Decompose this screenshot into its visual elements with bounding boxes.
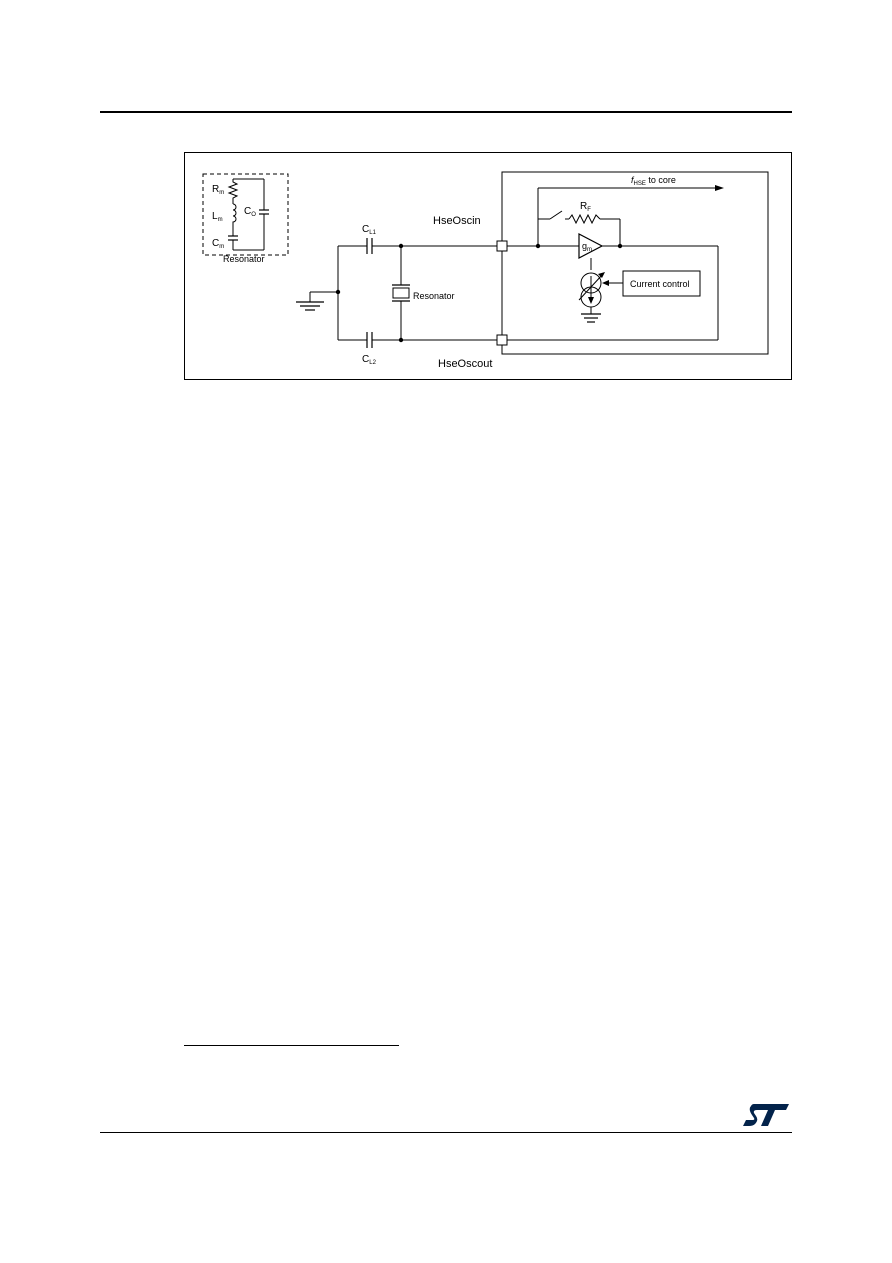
pin-osc-out [496, 334, 508, 346]
gm-amplifier [578, 233, 604, 259]
ground-amp [581, 313, 601, 323]
current-control-label: Current control [630, 279, 690, 289]
inset-dashed-box [202, 173, 289, 256]
lm-label: Lm [212, 211, 223, 223]
rm-label: Rm [212, 184, 224, 196]
crystal-resonator [392, 246, 410, 340]
rm-resistor-symbol [227, 179, 239, 204]
fhse-label: fHSE to core [631, 175, 676, 187]
pin-osc-in [496, 240, 508, 252]
cl2-label: CL2 [362, 354, 377, 366]
footnote-rule [184, 1045, 399, 1046]
rf-feedback-branch [538, 210, 621, 246]
resonator-inset-label: Resonator [223, 254, 265, 264]
current-control-arrow [602, 280, 609, 286]
cl1-label: CL1 [362, 224, 377, 236]
junction-amp-out [617, 243, 623, 249]
cl1-capacitor [338, 238, 502, 254]
junction-amp-in [535, 243, 541, 249]
chip-boundary [501, 171, 769, 355]
cl2-capacitor [338, 332, 502, 348]
current-source [578, 272, 605, 308]
hse-osc-out-label: HseOscout [438, 358, 492, 370]
header-rule [100, 111, 792, 113]
st-logo-icon [743, 1104, 789, 1126]
figure-frame [184, 152, 792, 380]
co-label: CO [244, 206, 256, 218]
resonator-label: Resonator [413, 291, 455, 301]
resonator-model-inset: Rm Lm Cm CO Resonator [202, 173, 289, 264]
fhse-arrowhead [715, 185, 724, 191]
rf-label: RF [580, 201, 591, 213]
footer-rule [100, 1132, 792, 1133]
hse-oscillator-diagram: Rm Lm Cm CO Resonator CL1 CL2 [184, 152, 792, 380]
cm-label: Cm [212, 238, 224, 250]
hse-osc-in-label: HseOscin [433, 215, 481, 227]
gm-label: gm [582, 241, 592, 253]
lm-inductor-symbol [232, 203, 237, 232]
ground-left [296, 291, 338, 311]
